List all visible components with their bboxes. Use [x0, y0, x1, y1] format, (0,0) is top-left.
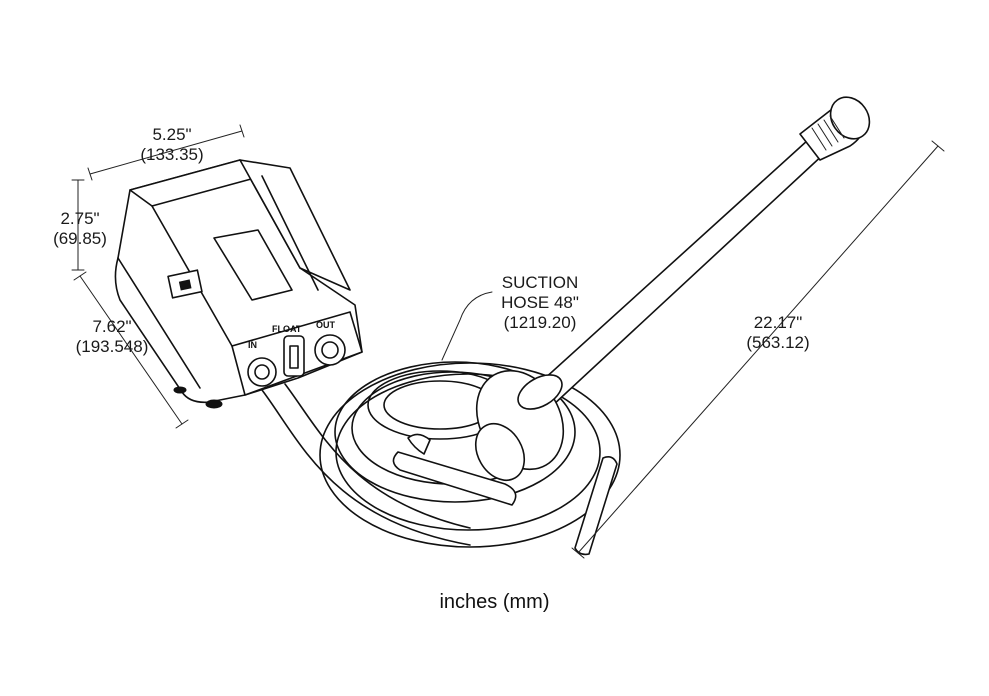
units-caption: inches (mm): [439, 591, 550, 613]
depth-inches: 7.62": [92, 317, 131, 336]
width-inches: 5.25": [152, 125, 191, 144]
dimension-lines: [71, 124, 945, 559]
tube-mm: (563.12): [746, 333, 809, 352]
suction-tube: [474, 96, 871, 482]
height-inches: 2.75": [60, 209, 99, 228]
coiled-suction-hose: [261, 361, 621, 556]
hose-label-line1: SUCTION: [502, 273, 579, 292]
tube-inches: 22.17": [754, 313, 803, 332]
width-mm: (133.35): [140, 145, 203, 164]
height-mm: (69.85): [53, 229, 107, 248]
hose-label-line2: HOSE 48": [501, 293, 579, 312]
pump-unit: IN FLOAT OUT: [114, 159, 363, 409]
port-label-in: IN: [248, 340, 257, 350]
hose-label-line3: (1219.20): [504, 313, 577, 332]
depth-mm: (193.548): [76, 337, 149, 356]
port-label-float: FLOAT: [272, 324, 302, 334]
port-label-out: OUT: [316, 320, 336, 330]
